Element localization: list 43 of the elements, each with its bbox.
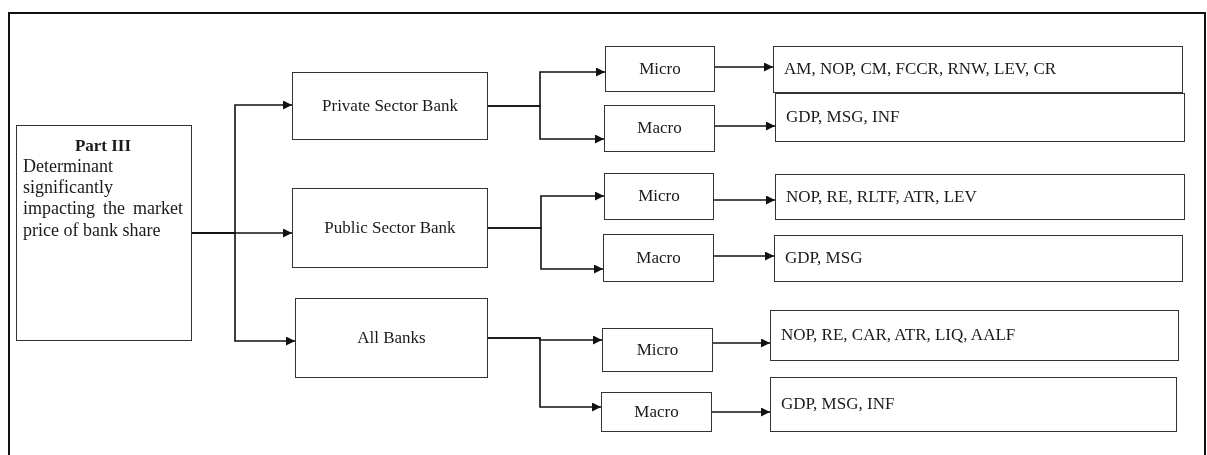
- node-label: Macro: [634, 401, 679, 423]
- arrow: [714, 121, 776, 131]
- process-box: [292, 188, 488, 268]
- process-box: [601, 392, 712, 432]
- process-box: [773, 46, 1183, 93]
- arrow: [713, 195, 776, 205]
- process-box: [770, 377, 1177, 432]
- node-label: GDP, MSG: [785, 248, 863, 269]
- node-label: NOP, RE, CAR, ATR, LIQ, AALF: [781, 325, 1016, 346]
- arrow: [713, 251, 775, 261]
- description: Determinant significantly impacting the market price of bank share: [23, 156, 183, 241]
- node-label: GDP, MSG, INF: [786, 107, 900, 128]
- arrow: [714, 62, 774, 72]
- arrow: [487, 227, 604, 274]
- process-box: [604, 173, 714, 220]
- process-box: [292, 72, 488, 140]
- arrow: [191, 232, 296, 346]
- process-box: [605, 46, 715, 92]
- heading: Part III: [73, 136, 133, 157]
- node-label: Micro: [636, 339, 679, 361]
- node-label: Micro: [638, 186, 680, 207]
- arrow: [487, 337, 602, 412]
- process-box: [604, 105, 715, 152]
- node-label: Macro: [637, 118, 682, 139]
- node-label: AM, NOP, CM, FCCR, RNW, LEV, CR: [784, 59, 1057, 80]
- process-box: [774, 235, 1183, 282]
- node-label: All Banks: [357, 327, 426, 349]
- arrow: [712, 338, 771, 348]
- process-box: [775, 174, 1185, 220]
- process-box: [602, 328, 713, 372]
- process-box: [295, 298, 488, 378]
- process-box: [770, 310, 1179, 361]
- arrow: [487, 105, 605, 144]
- node-label: Macro: [636, 247, 681, 269]
- node-label: NOP, RE, RLTF, ATR, LEV: [786, 186, 977, 208]
- arrow: [711, 407, 771, 417]
- process-box: [775, 93, 1185, 142]
- node-label: Public Sector Bank: [324, 217, 456, 239]
- node-label: Micro: [639, 58, 681, 80]
- process-box: [603, 234, 714, 282]
- node-label: GDP, MSG, INF: [781, 394, 895, 415]
- node-label: Private Sector Bank: [322, 95, 458, 117]
- process-box: [16, 125, 192, 341]
